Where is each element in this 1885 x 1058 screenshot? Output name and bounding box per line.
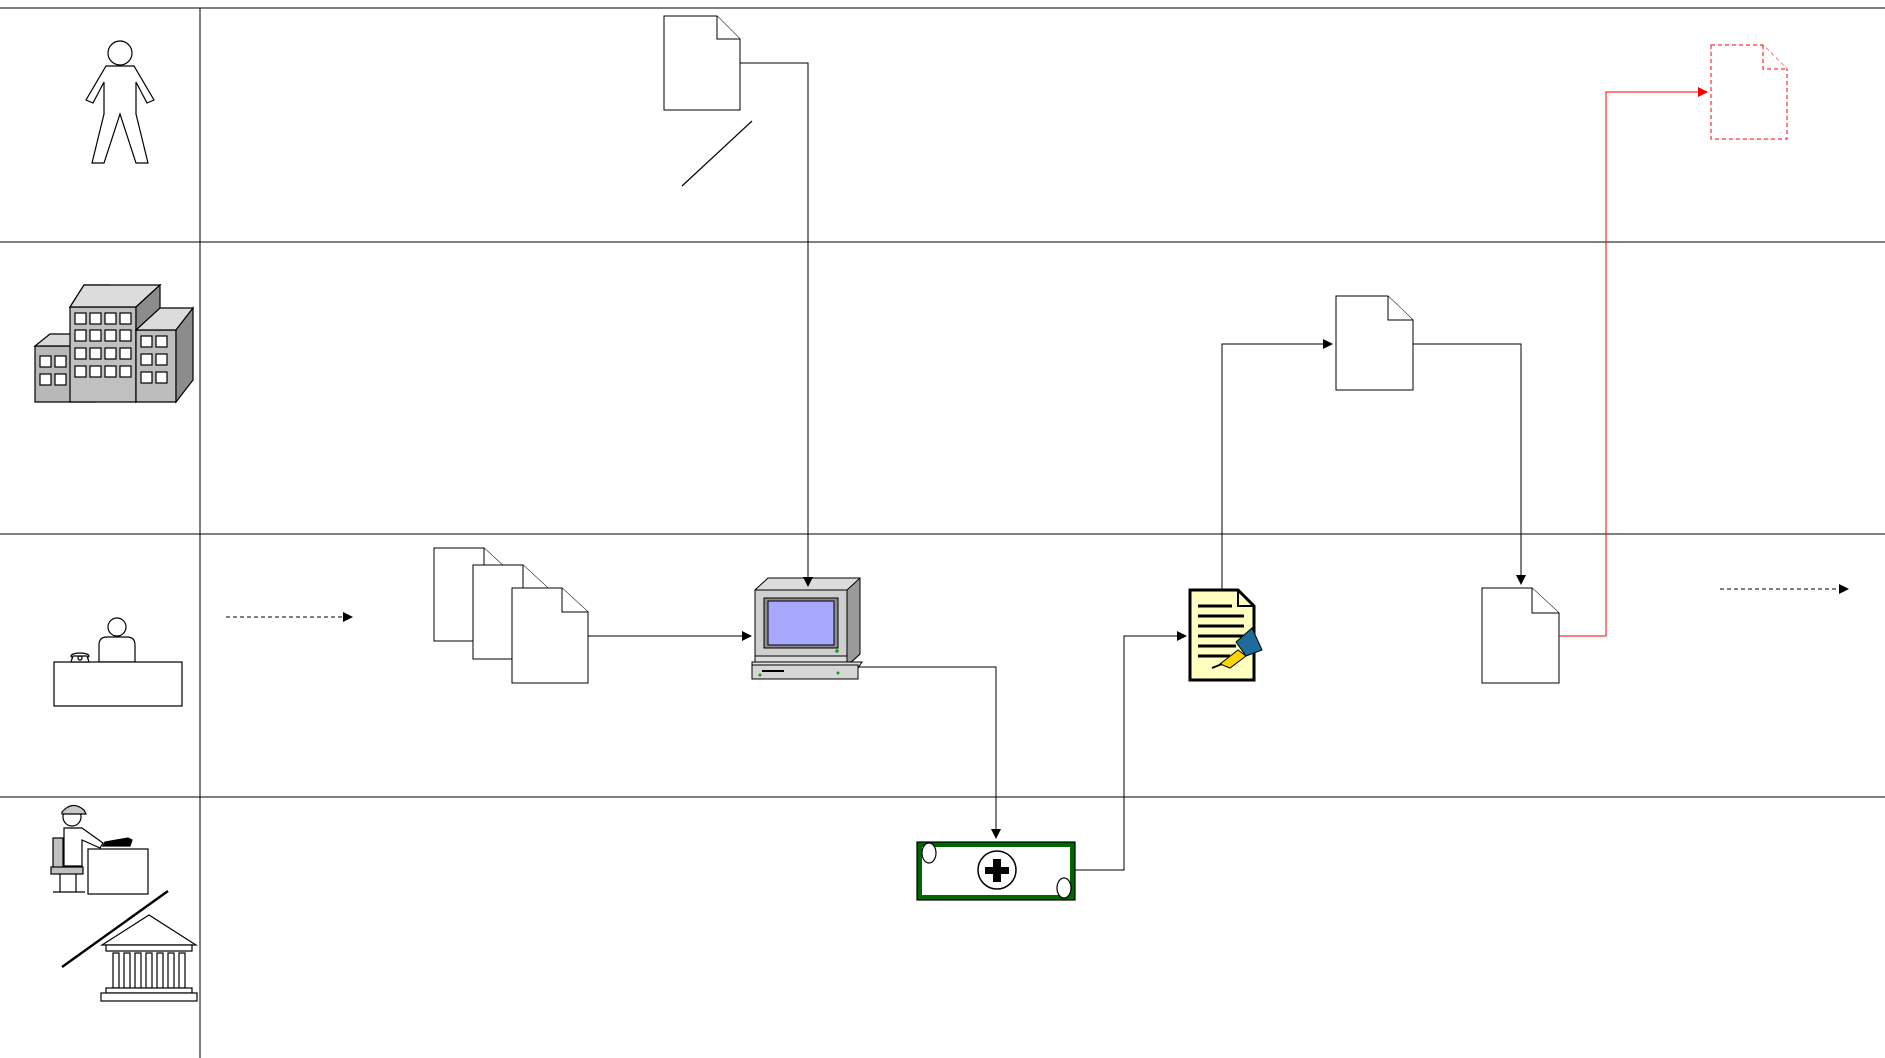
computer-icon (752, 578, 862, 679)
document-company-icon (1336, 296, 1413, 390)
dashed-document-icon (1711, 45, 1787, 139)
document-request-icon (664, 16, 740, 110)
document-clerk-icon (1482, 588, 1559, 683)
connector-computer-to-payment (858, 667, 996, 838)
person-icon (86, 41, 154, 163)
connector-clerk-doc-to-final (1559, 92, 1707, 636)
connector-payment-to-approval (1075, 636, 1186, 870)
document-stack-icon (434, 548, 588, 683)
connector-request-to-computer (740, 63, 808, 586)
clerk-at-desk-icon (54, 618, 182, 706)
bank-teller-and-bank-icon (51, 805, 197, 1001)
office-building-icon (35, 285, 193, 402)
connector-approval-to-company-doc (1222, 344, 1332, 590)
banknote-plus-icon (917, 842, 1075, 900)
document-request-slash (682, 121, 752, 186)
connector-company-doc-to-clerk-doc (1413, 344, 1521, 584)
bank-teller-icon (51, 805, 148, 894)
signed-document-icon (1190, 590, 1262, 680)
flow-connectors (588, 63, 1707, 870)
